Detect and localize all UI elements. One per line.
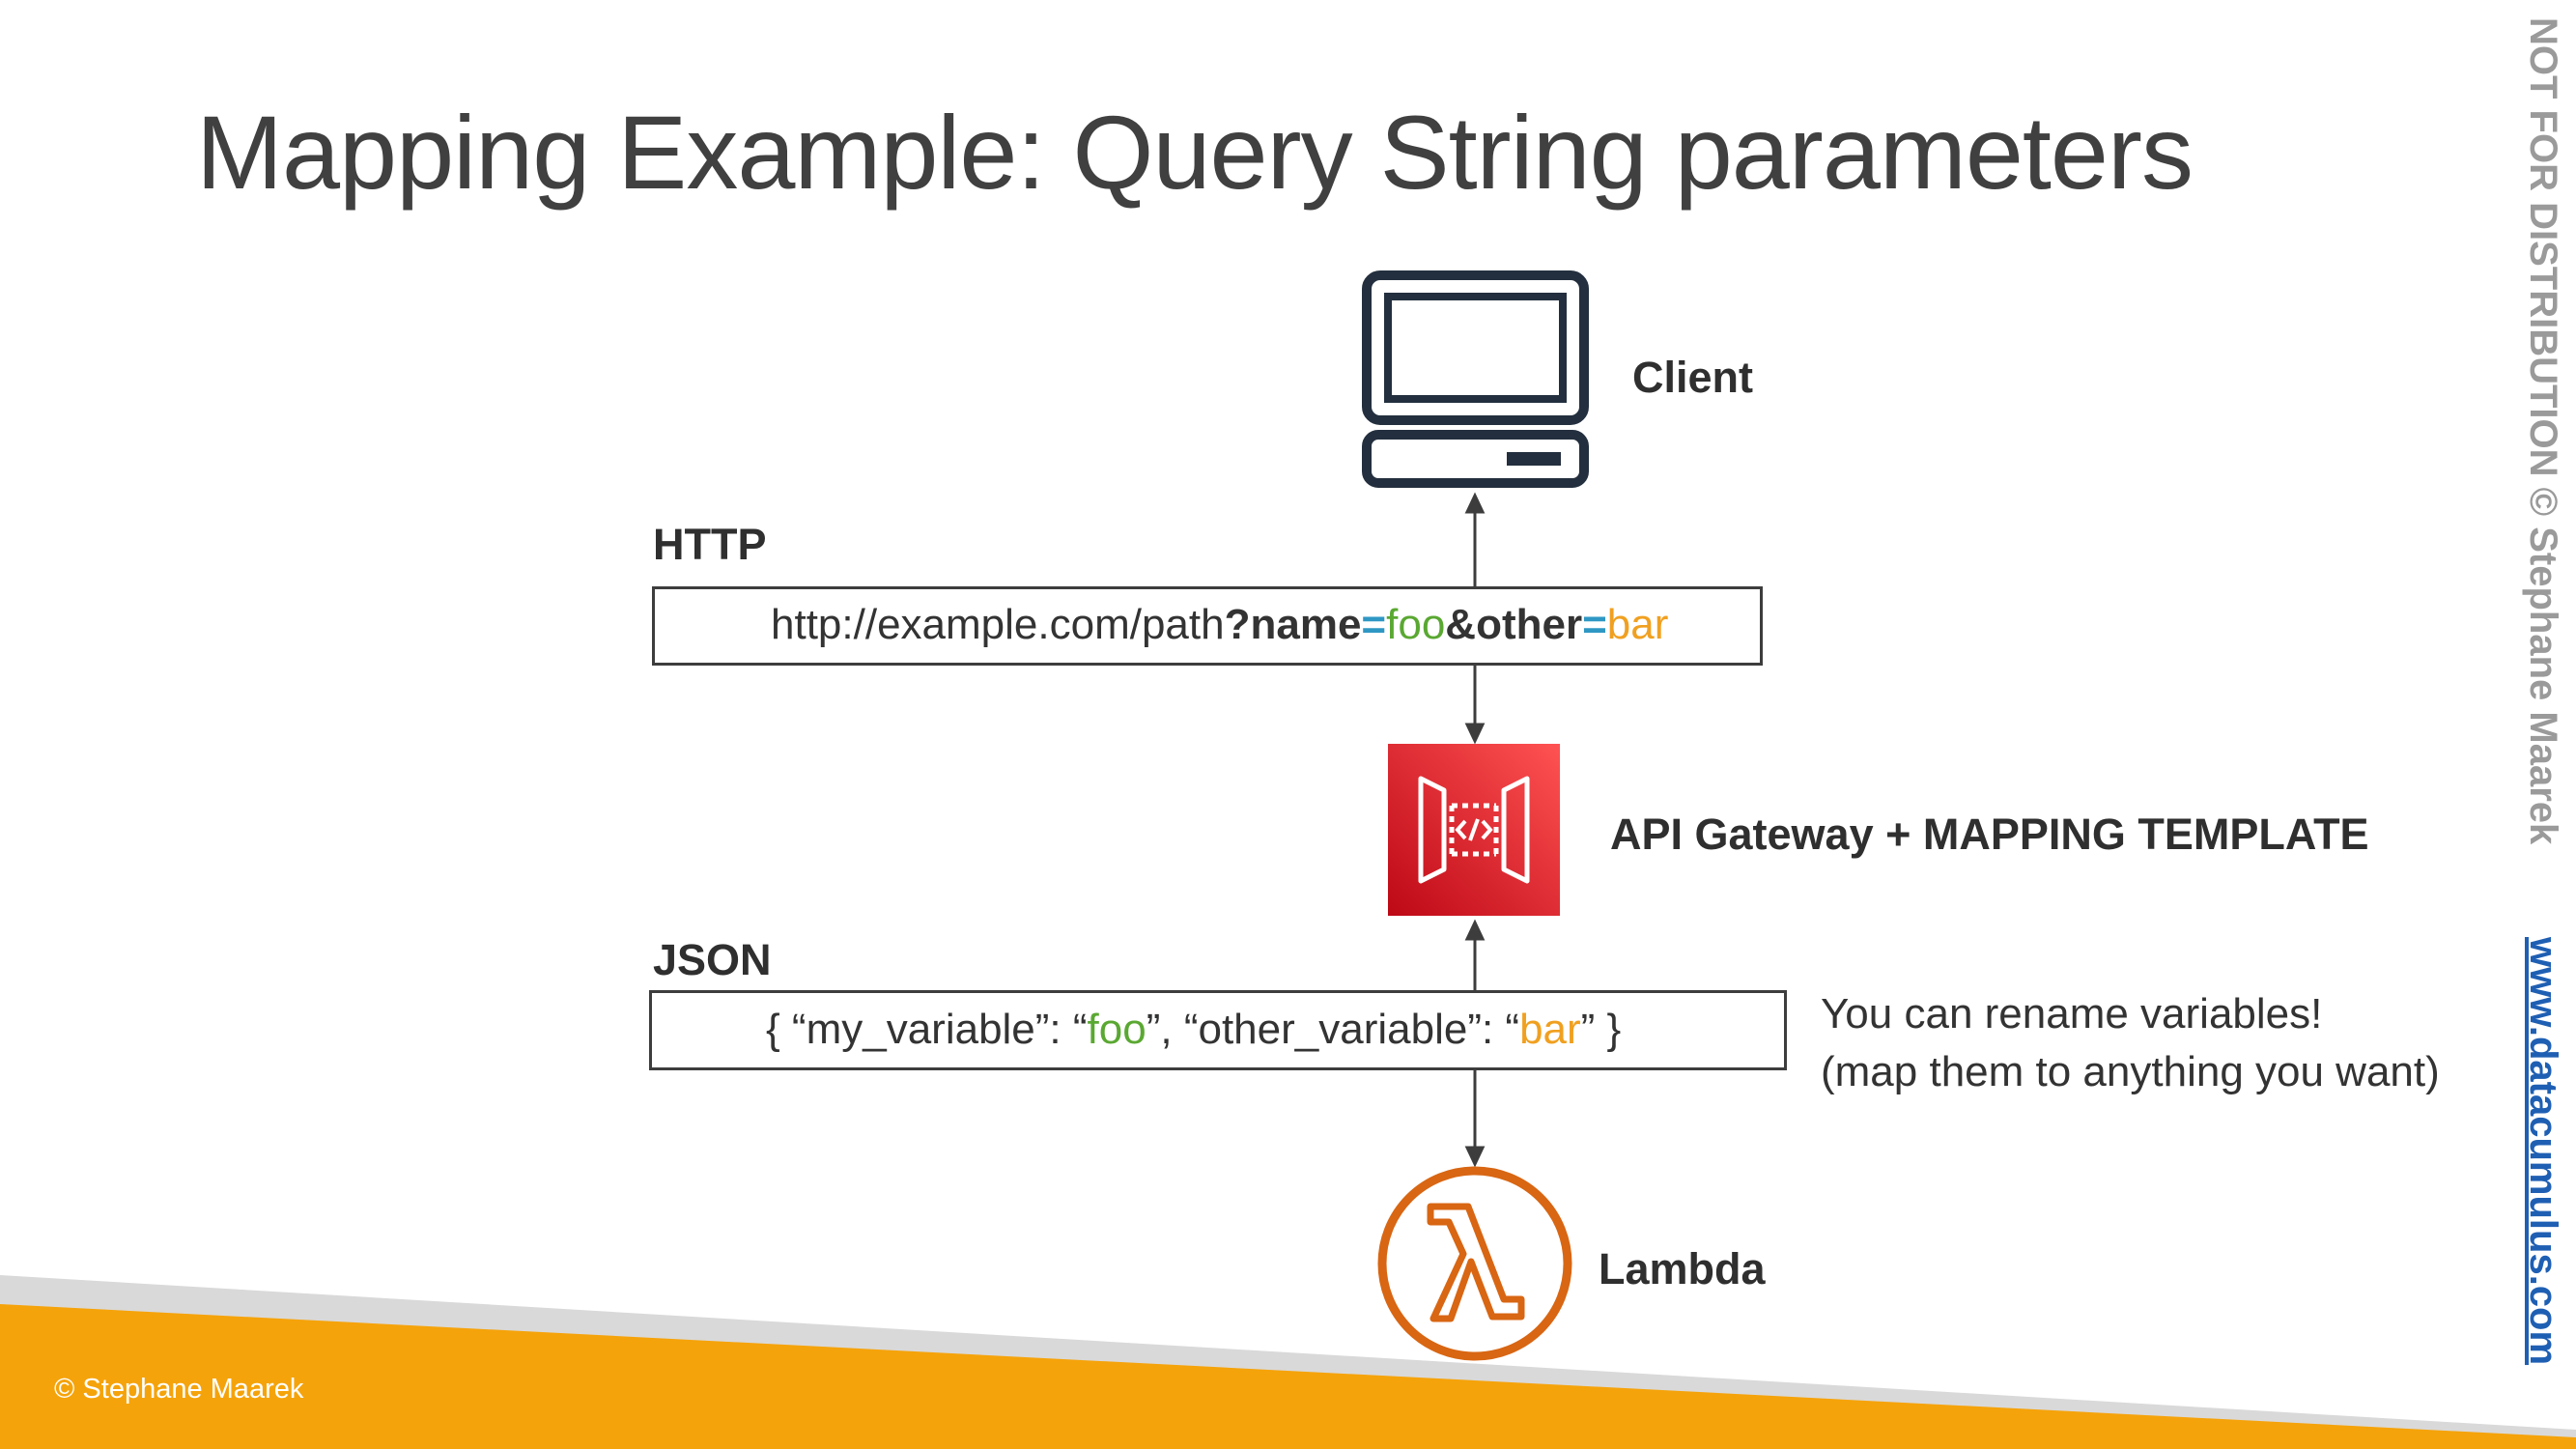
gateway-label: API Gateway + MAPPING TEMPLATE <box>1610 810 2369 859</box>
client-label: Client <box>1632 353 1754 402</box>
url-value-bar: bar <box>1606 601 1669 648</box>
rename-note-line1: You can rename variables! <box>1821 990 2323 1037</box>
url-param-name: ?name <box>1224 601 1362 648</box>
url-base: http://example.com/path <box>771 601 1225 648</box>
api-gateway-icon <box>1388 744 1560 916</box>
rename-note: You can rename variables! (map them to a… <box>1821 985 2440 1101</box>
rename-note-line2: (map them to anything you want) <box>1821 1048 2440 1095</box>
json-box: { “my_variable”: “foo”, “other_variable”… <box>649 990 1787 1070</box>
url-value-foo: foo <box>1386 601 1446 648</box>
json-text: { “my_variable”: “foo”, “other_variable”… <box>766 1006 1621 1054</box>
json-value-foo: foo <box>1087 1006 1146 1053</box>
http-label: HTTP <box>653 520 767 569</box>
side-link-text[interactable]: www.datacumulus.com <box>2522 936 2564 1365</box>
lambda-label: Lambda <box>1599 1244 1766 1293</box>
json-part-3: ” } <box>1580 1006 1622 1053</box>
json-value-bar: bar <box>1519 1006 1581 1053</box>
http-url-text: http://example.com/path?name=foo&other=b… <box>771 601 1668 649</box>
footer-copyright: © Stephane Maarek <box>54 1374 304 1405</box>
json-label: JSON <box>653 935 772 984</box>
json-part-2: ”, “other_variable”: “ <box>1146 1006 1520 1053</box>
bottom-decor-band <box>0 1275 2576 1449</box>
computer-icon <box>1362 270 1589 488</box>
url-param-other: &other <box>1445 601 1583 648</box>
lambda-icon <box>1377 1166 1572 1361</box>
url-equals-2: = <box>1582 601 1607 648</box>
json-part-1: { “my_variable”: “ <box>766 1006 1088 1053</box>
side-watermark-text: NOT FOR DISTRIBUTION © Stephane Maarek <box>2522 17 2564 845</box>
page-title: Mapping Example: Query String parameters <box>196 94 2194 211</box>
side-watermark: NOT FOR DISTRIBUTION © Stephane Maarek w… <box>2522 17 2564 1365</box>
url-equals-1: = <box>1361 601 1387 648</box>
http-url-box: http://example.com/path?name=foo&other=b… <box>652 586 1763 666</box>
